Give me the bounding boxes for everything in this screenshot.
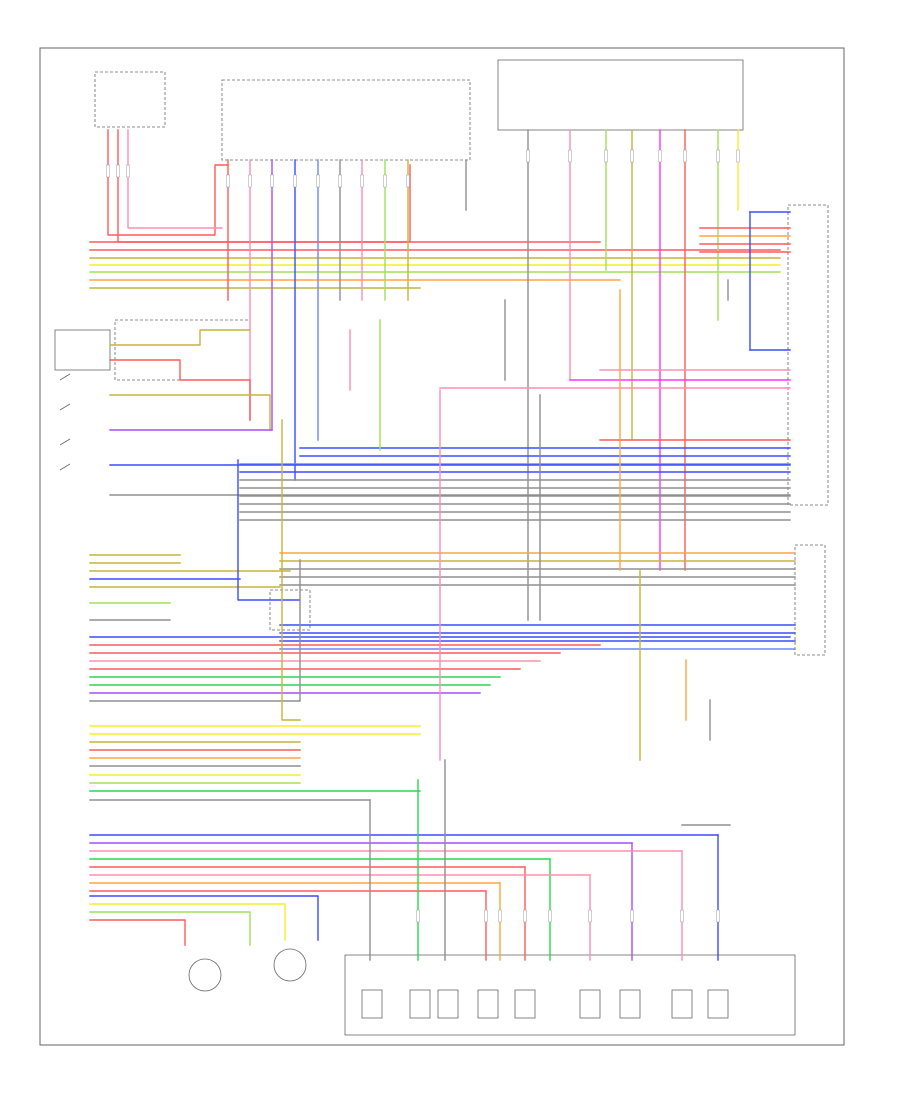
switch-wire-tag-6 xyxy=(716,149,720,163)
switch-wire-tag-7 xyxy=(736,149,740,163)
bottom-transmission-assembly xyxy=(344,954,796,1036)
solenoid-8 xyxy=(707,989,729,1019)
switch-wire-tag-2 xyxy=(604,149,608,163)
solenoid-6 xyxy=(619,989,641,1019)
link-olive-vertical xyxy=(281,419,301,721)
bottom-sensor-right xyxy=(273,948,307,982)
switch-wire-tag-4 xyxy=(658,149,662,163)
sensor-wire-yellow xyxy=(89,903,286,941)
left-relay-box xyxy=(54,329,111,371)
bottom-green-tag xyxy=(416,909,420,923)
bottom-sensor-left xyxy=(188,958,222,992)
solenoid-1 xyxy=(409,989,431,1019)
right-control-module xyxy=(794,544,826,656)
junction-wire-tag-4 xyxy=(316,174,320,188)
switch-contact-1 xyxy=(59,403,71,411)
junction-wire-tag-2 xyxy=(270,174,274,188)
fuse-wire-red-2 xyxy=(117,129,411,243)
solenoid-5 xyxy=(579,989,601,1019)
relay-wire-red xyxy=(109,359,251,421)
switch-contact-3 xyxy=(59,463,71,471)
center-relay xyxy=(269,589,311,631)
solenoid-3 xyxy=(477,989,499,1019)
fuse-wire-red xyxy=(107,129,229,236)
top-left-fuse-box xyxy=(94,71,166,128)
top-right-switch xyxy=(497,59,744,131)
bottom-drop-tag-7 xyxy=(484,909,488,923)
link-blue-vertical xyxy=(237,459,301,601)
sensor-wire-blue xyxy=(89,895,319,941)
junction-wire-tag-7 xyxy=(383,174,387,188)
sensor-wire-lime xyxy=(89,911,251,946)
fuse-wire-pink xyxy=(127,129,223,229)
junction-wire-tag-8 xyxy=(406,174,410,188)
fuse-wire-tag-1 xyxy=(116,164,120,178)
switch-wire-tag-3 xyxy=(630,149,634,163)
relay-wire-olive-2 xyxy=(109,394,271,431)
solenoid-2 xyxy=(437,989,459,1019)
right-connector-upper xyxy=(787,204,829,506)
junction-wire-tag-3 xyxy=(293,174,297,188)
switch-wire-tag-5 xyxy=(683,149,687,163)
bottom-drop-tag-3 xyxy=(548,909,552,923)
junction-wire-tag-6 xyxy=(360,174,364,188)
solenoid-4 xyxy=(514,989,536,1019)
junction-wire-tag-1 xyxy=(248,174,252,188)
sensor-wire-red xyxy=(89,919,186,946)
junction-wire-tag-5 xyxy=(338,174,342,188)
left-control-module xyxy=(114,319,251,381)
switch-wire-tag-0 xyxy=(526,149,530,163)
switch-wire-tag-1 xyxy=(568,149,572,163)
solenoid-7 xyxy=(671,989,693,1019)
bottom-drop-tag-5 xyxy=(588,909,592,923)
fuse-wire-tag-2 xyxy=(126,164,130,178)
switch-contact-2 xyxy=(59,438,71,446)
bottom-drop-tag-6 xyxy=(498,909,502,923)
bottom-drop-tag-2 xyxy=(680,909,684,923)
relay-wire-olive xyxy=(109,329,251,346)
fuse-wire-tag-0 xyxy=(106,164,110,178)
solenoid-0 xyxy=(361,989,383,1019)
bottom-drop-tag-0 xyxy=(716,909,720,923)
switch-contact-0 xyxy=(59,373,71,381)
bottom-drop-tag-1 xyxy=(630,909,634,923)
diagram-border xyxy=(39,47,845,1046)
bottom-drop-tag-4 xyxy=(523,909,527,923)
junction-wire-tag-0 xyxy=(226,174,230,188)
top-center-junction xyxy=(221,79,471,161)
